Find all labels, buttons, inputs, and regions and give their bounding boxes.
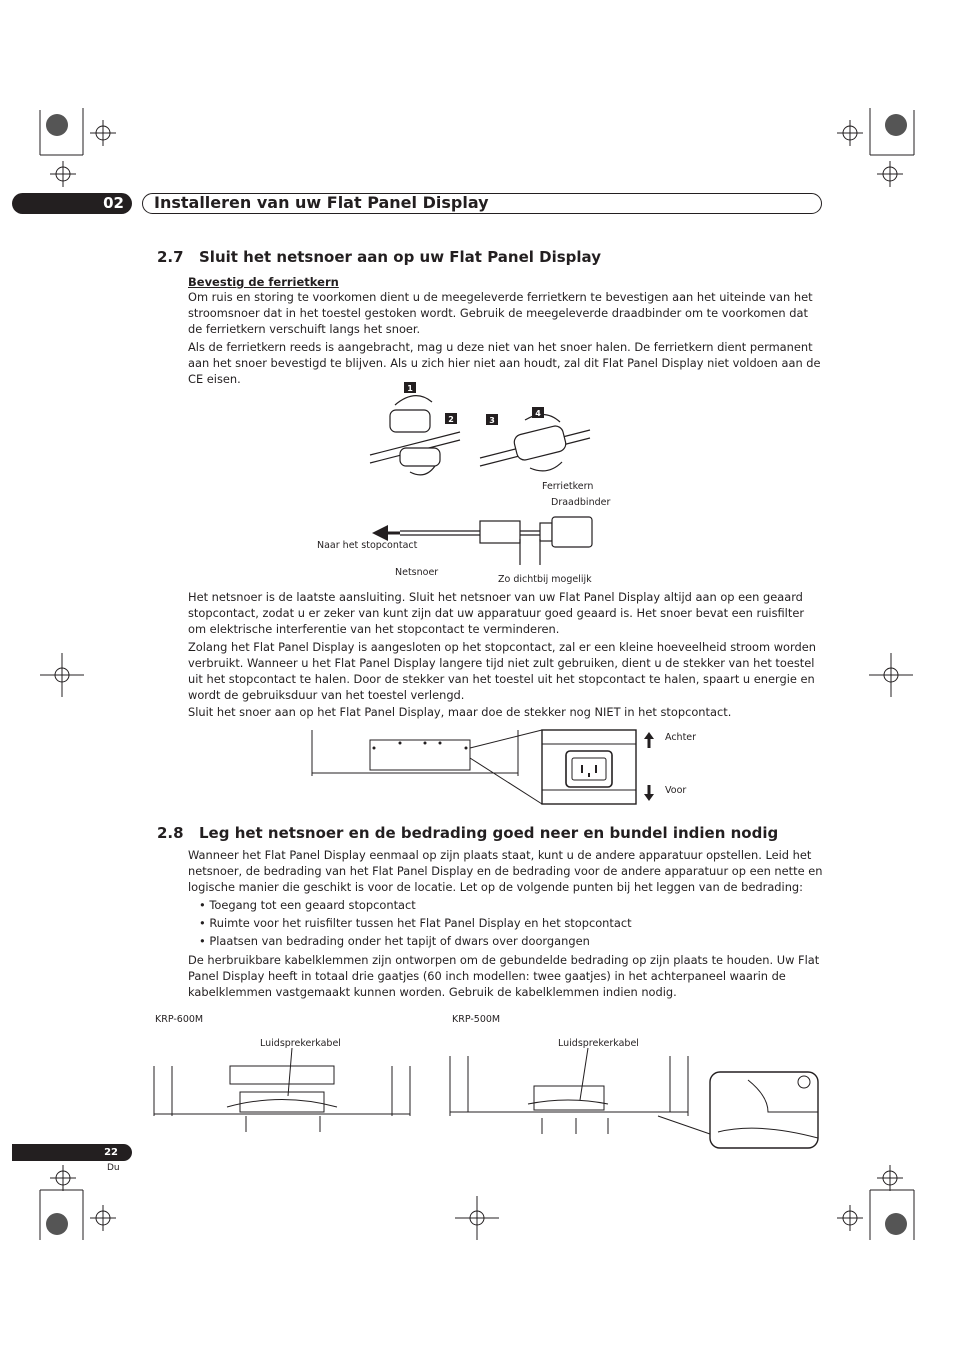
page-number: 22	[12, 1144, 132, 1161]
ac-inlet-illustration	[311, 729, 637, 805]
language-code: Du	[107, 1163, 120, 1173]
step-number: 3	[489, 416, 495, 425]
arrow-up-icon	[644, 732, 654, 748]
list-item: Toegang tot een geaard stopcontact	[199, 898, 799, 916]
paragraph: Zolang het Flat Panel Display is aangesl…	[188, 640, 816, 702]
list-item: Plaatsen van bedrading onder het tapijt …	[199, 934, 799, 952]
section-2-8-heading: 2.8 Leg het netsnoer en de bedrading goed…	[157, 824, 778, 842]
power-cord-ferrite-illustration	[372, 516, 593, 565]
chapter-title: Installeren van uw Flat Panel Display	[154, 193, 489, 212]
chapter-title-bar	[142, 193, 822, 214]
label-rear: Achter	[665, 732, 697, 743]
paragraph: De herbruikbare kabelklemmen zijn ontwor…	[188, 953, 820, 999]
paragraph: Sluit het snoer aan op het Flat Panel Di…	[188, 705, 732, 719]
step-number: 2	[448, 415, 454, 424]
krp-500m-rear-illustration	[449, 1047, 819, 1149]
label-front: Voor	[665, 785, 687, 796]
step-number: 4	[535, 409, 541, 418]
section-title: Sluit het netsnoer aan op uw Flat Panel …	[199, 248, 601, 266]
checklist: Toegang tot een geaard stopcontact Ruimt…	[199, 898, 799, 952]
label-to-outlet: Naar het stopcontact	[317, 540, 418, 551]
label-speaker-cable-right: Luidsprekerkabel	[558, 1038, 639, 1049]
paragraph: Wanneer het Flat Panel Display eenmaal o…	[188, 848, 823, 894]
model-label-right: KRP-500M	[452, 1014, 501, 1025]
paragraph: Het netsnoer is de laatste aansluiting. …	[188, 590, 805, 636]
label-power-cord: Netsnoer	[395, 567, 439, 578]
list-item: Ruimte voor het ruisfilter tussen het Fl…	[199, 916, 799, 934]
label-cable-tie: Draadbinder	[551, 497, 611, 508]
label-close-as-possible: Zo dichtbij mogelijk	[498, 574, 592, 585]
chapter-number-badge: 02	[12, 193, 132, 214]
section-2-7-heading: 2.7 Sluit het netsnoer aan op uw Flat Pan…	[157, 248, 601, 266]
section-title: Leg het netsnoer en de bedrading goed ne…	[199, 824, 779, 842]
arrow-down-icon	[644, 785, 654, 801]
step-number: 1	[407, 384, 413, 393]
label-speaker-cable-left: Luidsprekerkabel	[260, 1038, 341, 1049]
subheading-ferrite: Bevestig de ferrietkern	[188, 275, 339, 289]
section-number: 2.8	[157, 824, 184, 842]
section-number: 2.7	[157, 248, 184, 266]
ferrite-attach-illustration: 1 2 3 4	[369, 382, 591, 476]
paragraph: Om ruis en storing te voorkomen dient u …	[188, 290, 813, 336]
label-ferrite-core: Ferrietkern	[542, 481, 594, 492]
paragraph: Als de ferrietkern reeds is aangebracht,…	[188, 340, 821, 386]
krp-600m-rear-illustration	[153, 1047, 411, 1132]
model-label-left: KRP-600M	[155, 1014, 204, 1025]
